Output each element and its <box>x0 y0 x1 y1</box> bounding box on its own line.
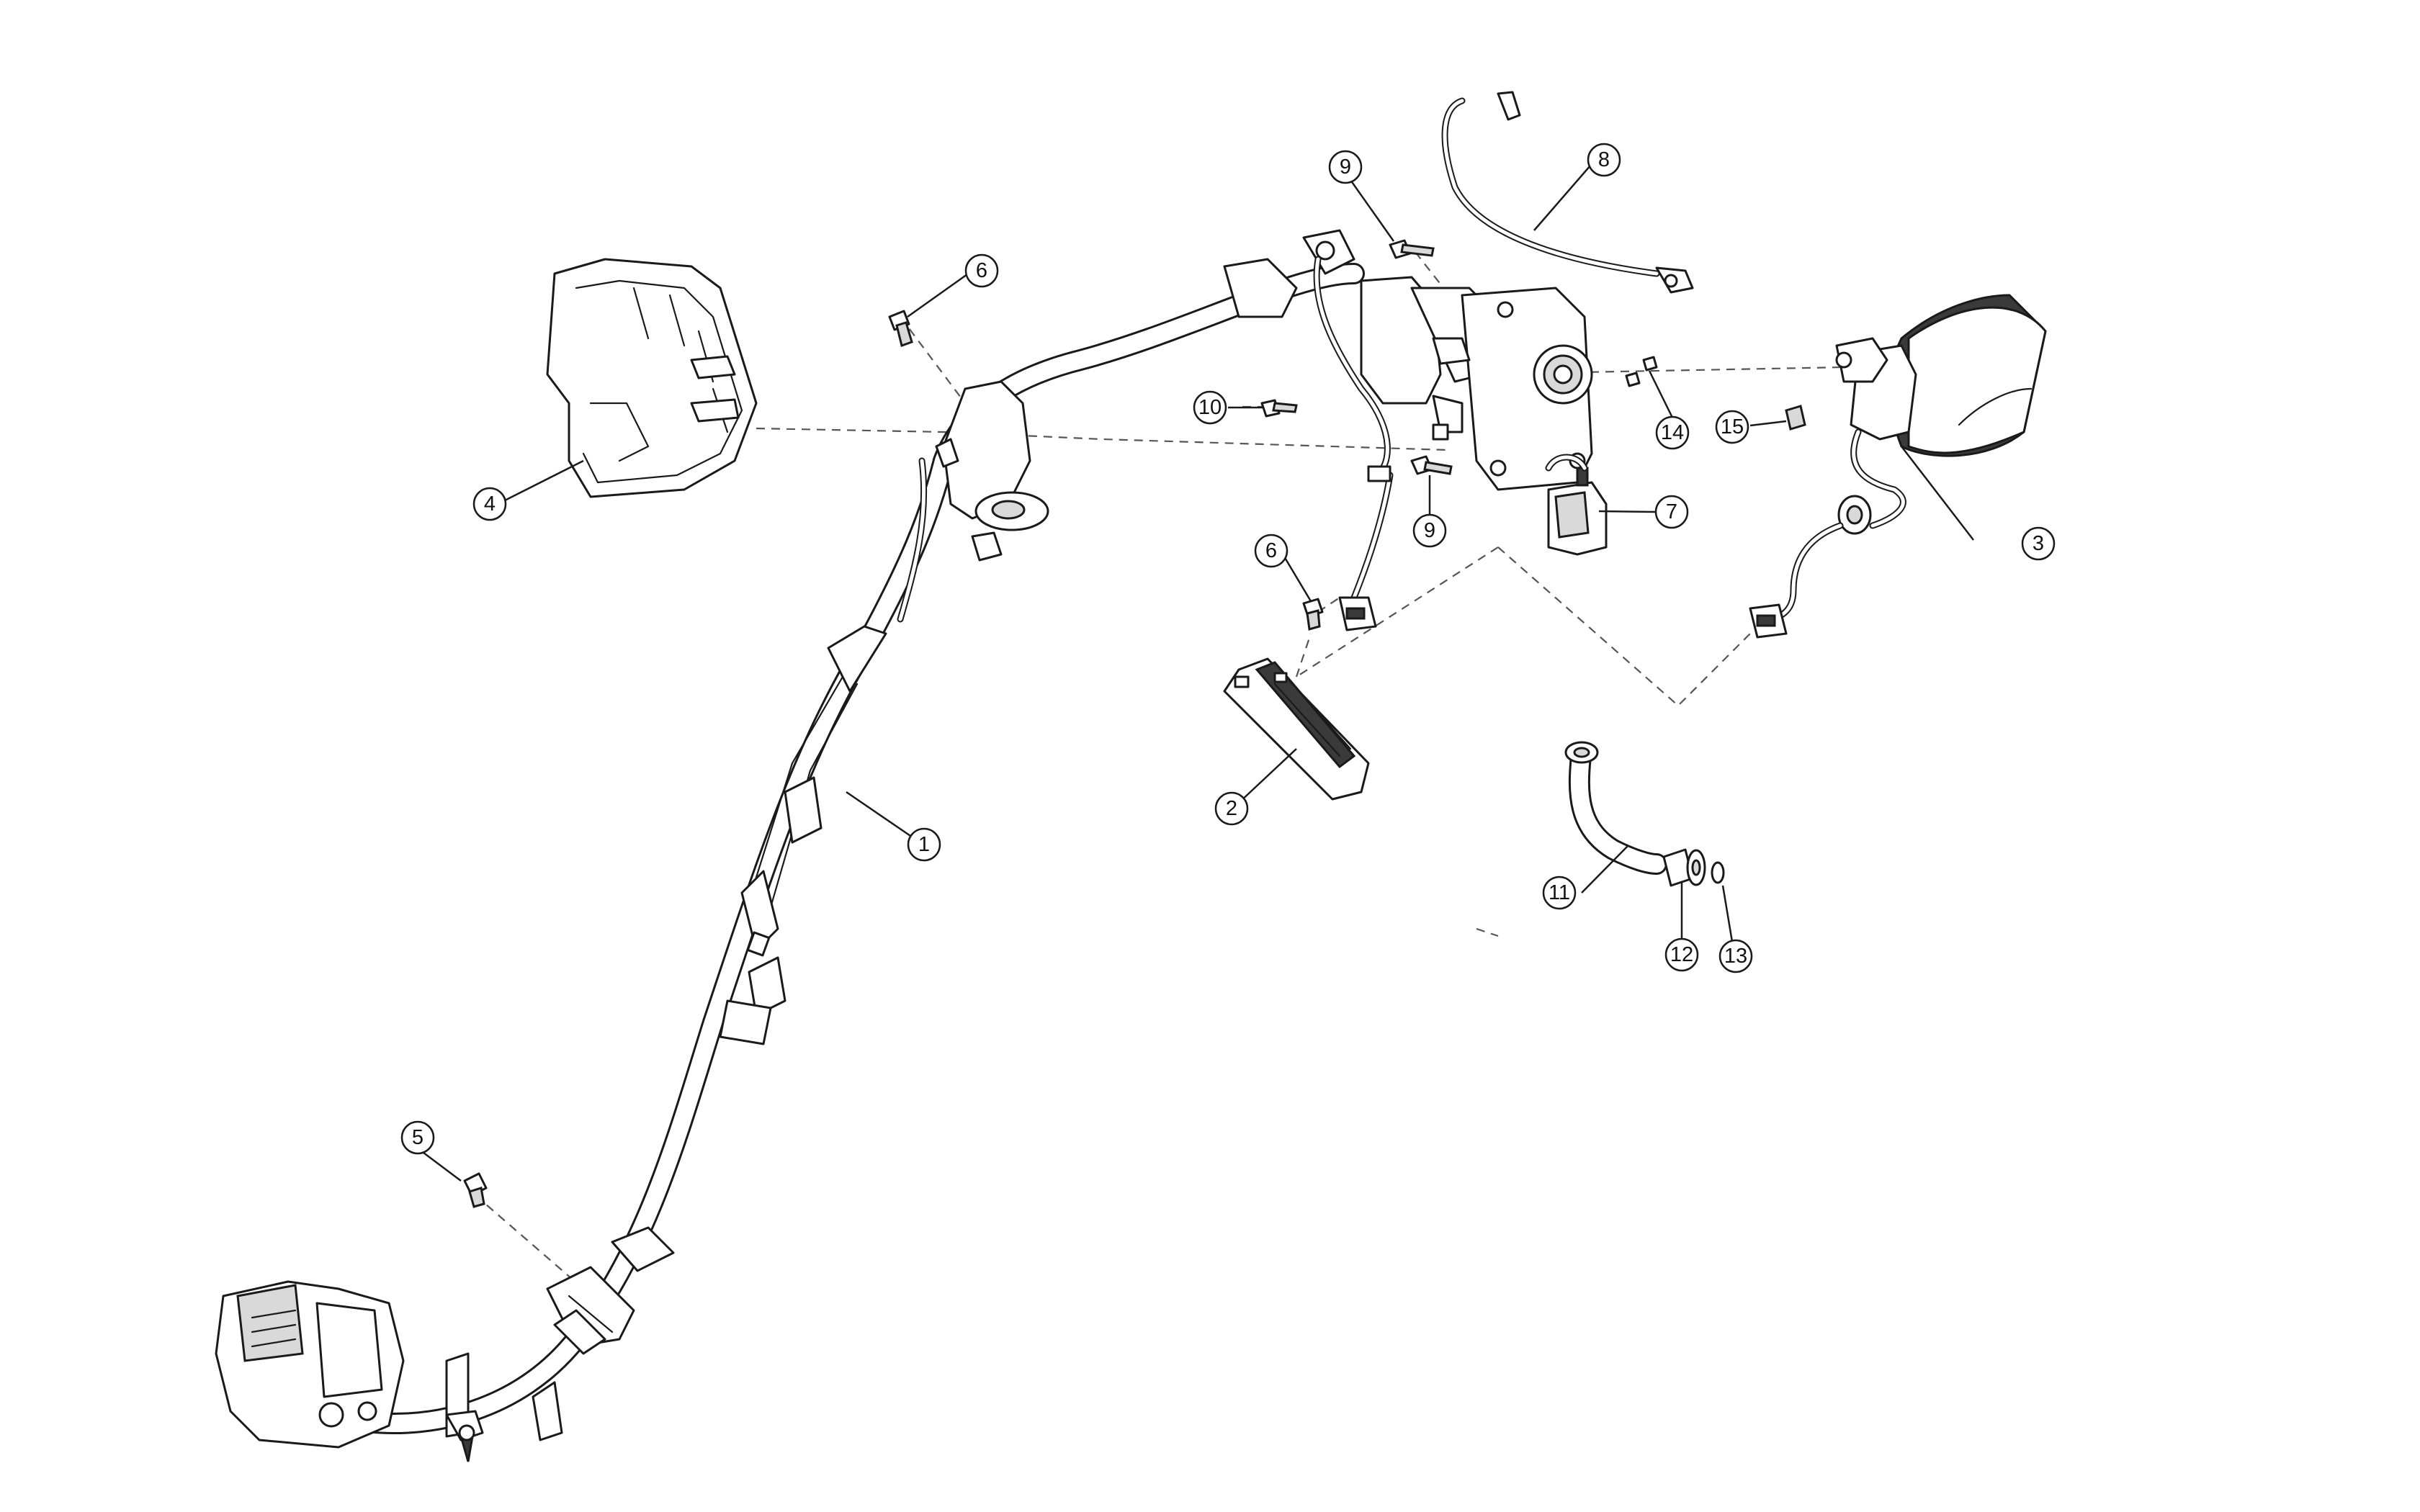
callout-12-label: 12 <box>1670 943 1693 966</box>
callout-15-label: 15 <box>1721 415 1744 438</box>
callout-2-label: 2 <box>1226 797 1237 820</box>
connector-module <box>1545 454 1608 556</box>
callout-4: 4 <box>472 487 507 521</box>
clip-15 <box>1785 405 1806 431</box>
callout-3: 3 <box>2021 526 2056 561</box>
callout-11: 11 <box>1542 876 1577 910</box>
callout-12: 12 <box>1664 937 1699 972</box>
callout-2: 2 <box>1214 791 1249 826</box>
screw-6-upper <box>888 310 913 347</box>
callout-6-lower: 6 <box>1254 534 1289 568</box>
callout-4-label: 4 <box>484 492 496 516</box>
callout-5-label: 5 <box>412 1126 424 1149</box>
callout-8: 8 <box>1587 143 1621 177</box>
charge-flap <box>1749 294 2047 639</box>
bolt-9-lower <box>1410 455 1453 475</box>
callout-7-label: 7 <box>1666 500 1677 523</box>
callout-9-lower-label: 9 <box>1424 519 1435 542</box>
grommet-12 <box>1662 848 1706 887</box>
callout-6-upper-label: 6 <box>976 259 987 282</box>
callout-1-label: 1 <box>918 833 930 856</box>
callout-9-upper: 9 <box>1328 150 1363 184</box>
callout-7: 7 <box>1654 495 1689 529</box>
callout-15: 15 <box>1715 410 1749 444</box>
callout-13: 13 <box>1718 939 1753 973</box>
callout-3-label: 3 <box>2033 532 2044 555</box>
screws-14 <box>1625 356 1658 387</box>
callout-10-label: 10 <box>1198 396 1222 419</box>
screw-6-lower <box>1302 598 1324 631</box>
leader-lines <box>417 159 1974 1182</box>
callout-9-lower: 9 <box>1412 513 1447 548</box>
callout-9-upper-label: 9 <box>1340 156 1351 179</box>
control-module <box>1223 657 1370 801</box>
callout-14: 14 <box>1655 415 1690 450</box>
callout-13-label: 13 <box>1724 945 1747 968</box>
charging-socket-assembly <box>1223 229 1593 631</box>
callout-5: 5 <box>400 1120 435 1155</box>
callout-14-label: 14 <box>1661 421 1684 444</box>
screw-5 <box>463 1172 488 1208</box>
protective-shroud <box>546 258 758 498</box>
o-ring-13 <box>1711 861 1725 884</box>
callout-8-label: 8 <box>1598 148 1610 171</box>
bolt-10 <box>1260 399 1298 418</box>
callout-1: 1 <box>907 827 941 862</box>
callout-10: 10 <box>1193 390 1227 425</box>
charging-cable-harness <box>215 263 1365 1462</box>
bolt-9-upper <box>1389 239 1435 259</box>
drain-tube <box>1564 741 1667 875</box>
callout-6-lower-label: 6 <box>1265 539 1277 562</box>
sensor-lead <box>1441 91 1694 294</box>
callout-11-label: 11 <box>1549 881 1570 904</box>
callout-6-upper: 6 <box>964 253 999 288</box>
